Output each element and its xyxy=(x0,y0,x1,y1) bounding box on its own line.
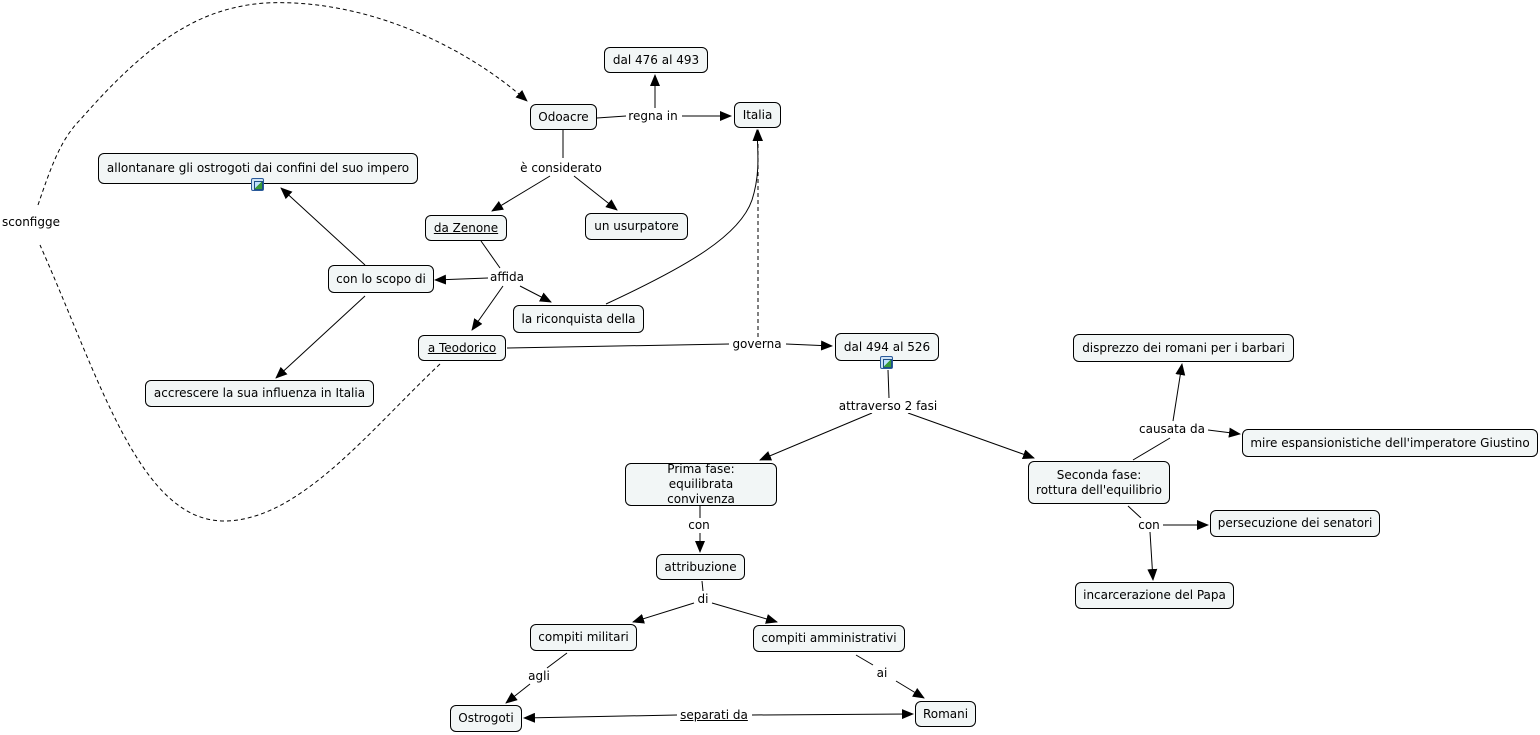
edge-teodorico-governa xyxy=(506,343,730,349)
node-romani[interactable]: Romani xyxy=(915,701,976,727)
node-attribuzione[interactable]: attribuzione xyxy=(656,554,745,580)
edge-teodorico-sconfigge xyxy=(39,244,441,522)
node-mire[interactable]: mire espansionistiche dell'imperatore Gi… xyxy=(1242,429,1538,457)
node-ostrogoti[interactable]: Ostrogoti xyxy=(450,705,522,732)
node-compiti-amministrativi[interactable]: compiti amministrativi xyxy=(753,625,905,652)
image-resource-icon[interactable] xyxy=(251,178,264,191)
edge-considerato-usurpatore xyxy=(573,175,618,211)
node-odoacre[interactable]: Odoacre xyxy=(530,104,597,130)
edge-seconda-causata xyxy=(1132,437,1171,461)
node-un-usurpatore[interactable]: un usurpatore xyxy=(585,213,688,240)
node-compiti-militari[interactable]: compiti militari xyxy=(530,624,637,651)
edge-odoacre-regna xyxy=(596,115,627,119)
edge-affida-scopo xyxy=(434,274,489,285)
node-persecuzione[interactable]: persecuzione dei senatori xyxy=(1210,510,1380,537)
link-affida[interactable]: affida xyxy=(488,270,526,284)
edge-scopo-accrescere xyxy=(275,295,366,379)
edge-considerato-zenone xyxy=(491,175,551,212)
edge-ai-romani xyxy=(895,680,925,699)
edge-sconfigge-odoacre xyxy=(37,2,528,206)
edge-affida-teodorico xyxy=(471,285,504,331)
node-la-riconquista-della[interactable]: la riconquista della xyxy=(513,305,644,333)
node-italia[interactable]: Italia xyxy=(734,102,781,128)
edge-con-incarcerazione xyxy=(1147,531,1158,581)
node-incarcerazione[interactable]: incarcerazione del Papa xyxy=(1075,582,1234,609)
edge-riconquista-italia xyxy=(605,129,763,305)
edge-zenone-affida xyxy=(480,240,501,269)
link-regna-in[interactable]: regna in xyxy=(626,109,680,123)
node-disprezzo[interactable]: disprezzo dei romani per i barbari xyxy=(1073,334,1294,362)
edge-seconda-con xyxy=(1127,505,1142,519)
link-governa[interactable]: governa xyxy=(730,337,784,351)
edge-causata-disprezzo xyxy=(1172,363,1186,422)
node-prima-fase[interactable]: Prima fase: equilibrata convivenza xyxy=(625,462,777,506)
edge-dal494-attraverso xyxy=(887,369,890,399)
edge-causata-mire xyxy=(1207,427,1241,438)
edge-attraverso-seconda xyxy=(907,412,1035,460)
node-dal-476-al-493[interactable]: dal 476 al 493 xyxy=(604,47,708,73)
node-a-teodorico[interactable]: a Teodorico xyxy=(418,335,506,361)
edge-militari-agli xyxy=(546,652,568,669)
image-resource-icon[interactable] xyxy=(880,356,893,369)
edge-agli-ostrogoti xyxy=(505,683,531,704)
edge-separati-romani xyxy=(751,709,914,720)
link-ai[interactable]: ai xyxy=(874,666,890,680)
link-sconfigge[interactable]: sconfigge xyxy=(0,215,62,229)
node-accrescere[interactable]: accrescere la sua influenza in Italia xyxy=(145,380,374,407)
edge-ostrogoti-separati xyxy=(523,712,678,723)
edge-di-militari xyxy=(632,602,695,624)
edge-attribuzione-di xyxy=(701,580,704,592)
node-con-lo-scopo-di[interactable]: con lo scopo di xyxy=(328,265,434,293)
link-causata-da[interactable]: causata da xyxy=(1136,422,1208,436)
edge-scopo-allontanare xyxy=(280,187,366,266)
edge-governa-dal494 xyxy=(785,340,833,351)
link-di[interactable]: di xyxy=(695,592,711,606)
link-separati-da[interactable]: separati da xyxy=(678,708,750,722)
link-attraverso-2-fasi[interactable]: attraverso 2 fasi xyxy=(836,399,940,413)
edge-affida-riconquista xyxy=(519,285,552,303)
edge-attraverso-prima xyxy=(759,412,873,461)
link-agli[interactable]: agli xyxy=(526,669,552,683)
link-con-seconda[interactable]: con xyxy=(1136,518,1162,532)
edge-amministrativi-ai xyxy=(855,654,874,666)
node-da-zenone[interactable]: da Zenone xyxy=(425,215,507,241)
node-seconda-fase[interactable]: Seconda fase: rottura dell'equilibrio xyxy=(1028,461,1170,504)
link-con-prima[interactable]: con xyxy=(686,518,712,532)
edge-di-amministrativi xyxy=(711,602,778,624)
link-e-considerato[interactable]: è considerato xyxy=(518,161,604,175)
node-allontanare[interactable]: allontanare gli ostrogoti dai confini de… xyxy=(98,153,418,184)
